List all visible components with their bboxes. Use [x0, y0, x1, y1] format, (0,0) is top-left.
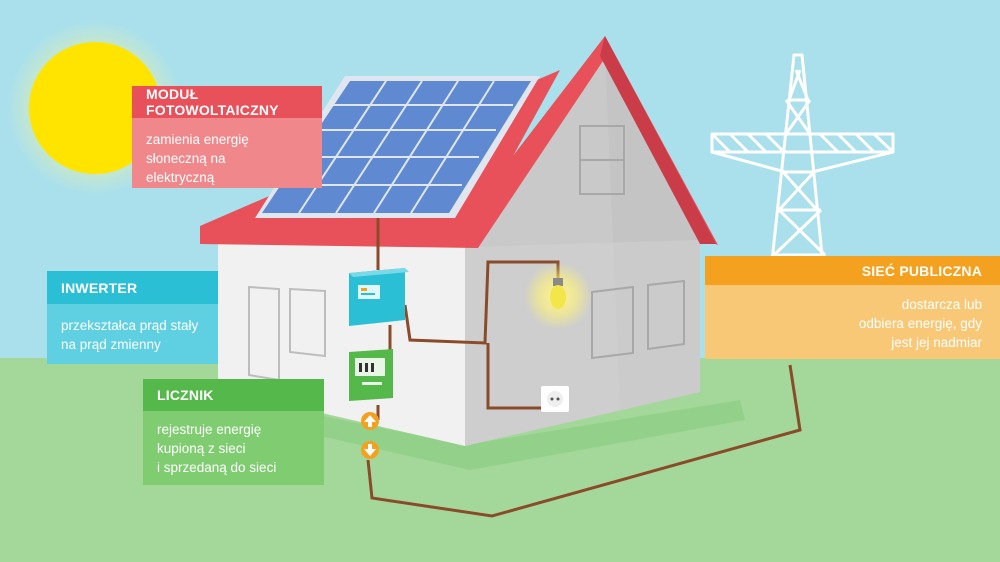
- inverter-title: INWERTER: [47, 271, 218, 304]
- inverter-icon: [349, 268, 409, 326]
- solar-panel-icon: [255, 76, 540, 218]
- public-grid-title: SIEĆ PUBLICZNA: [705, 256, 1000, 285]
- public-grid-description: dostarcza lub odbiera energię, gdy jest …: [705, 285, 1000, 359]
- meter-description: rejestruje energię kupioną z sieci i spr…: [143, 411, 324, 485]
- inverter-label: INWERTER przekształca prąd stały na prąd…: [47, 271, 218, 364]
- pv-module-description: zamienia energię słoneczną na elektryczn…: [132, 118, 322, 188]
- meter-label: LICZNIK rejestruje energię kupioną z sie…: [143, 379, 324, 485]
- meter-icon: [349, 349, 393, 401]
- meter-title: LICZNIK: [143, 379, 324, 411]
- socket-icon: [541, 386, 569, 412]
- light-bulb-icon: [524, 262, 592, 330]
- pv-module-label: MODUŁ FOTOWOLTAICZNY zamienia energię sł…: [132, 86, 322, 188]
- arrow-up-icon: [361, 412, 379, 430]
- arrow-down-icon: [361, 441, 379, 459]
- public-grid-label: SIEĆ PUBLICZNA dostarcza lub odbiera ene…: [705, 256, 1000, 359]
- inverter-description: przekształca prąd stały na prąd zmienny: [47, 304, 218, 364]
- pv-module-title: MODUŁ FOTOWOLTAICZNY: [132, 86, 322, 118]
